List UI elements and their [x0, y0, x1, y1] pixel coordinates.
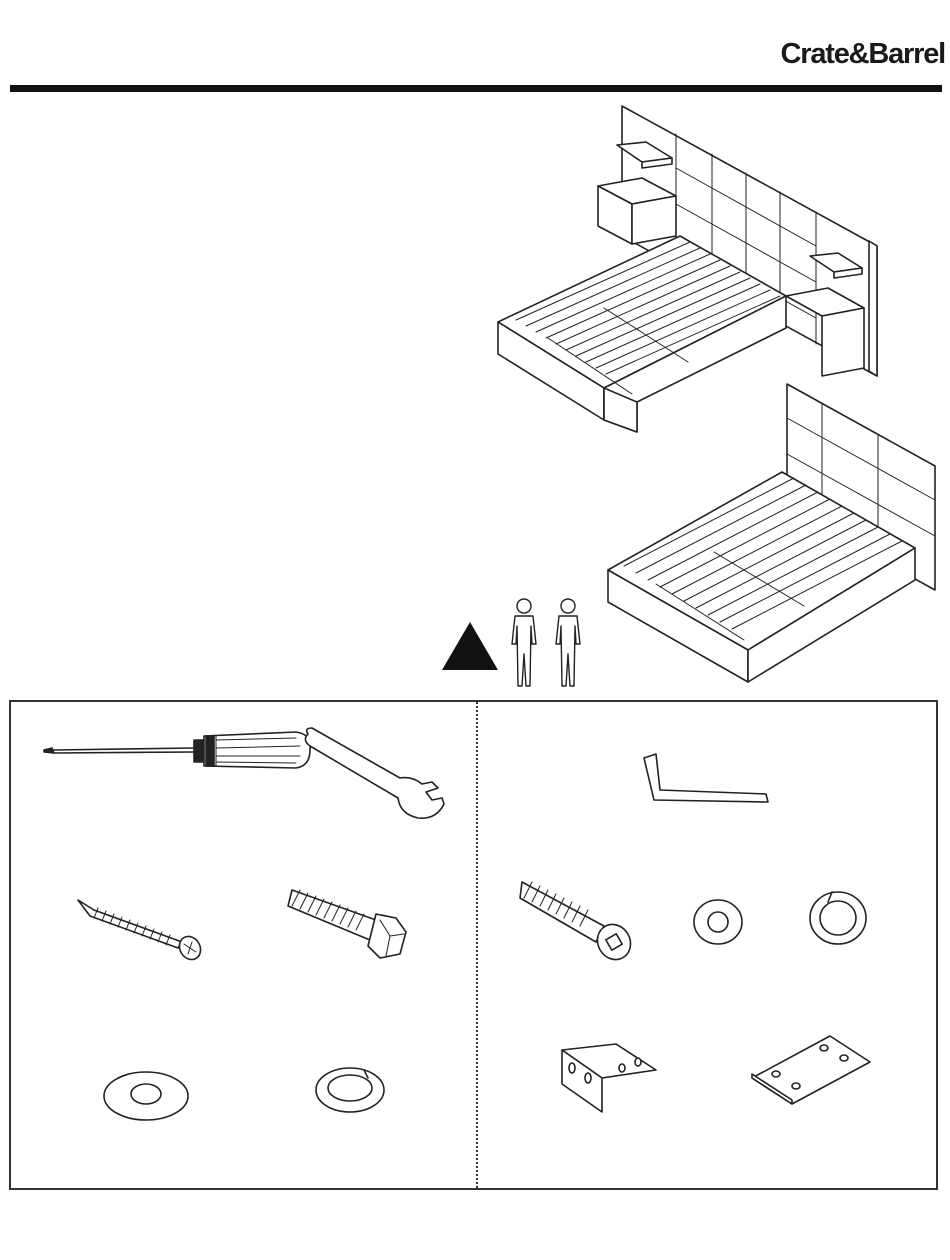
warning-triangle-icon: [440, 620, 500, 672]
split-lock-washer-icon: [312, 1062, 392, 1118]
bed-with-nightstands-illustration: [0, 0, 950, 700]
wrench-icon: [300, 726, 460, 826]
two-person-assembly-icon: [504, 596, 594, 690]
flat-washer-icon: [100, 1064, 200, 1124]
hex-bolt-icon: [286, 884, 416, 970]
wood-screw-icon: [74, 896, 214, 966]
l-bracket-icon: [552, 1040, 662, 1116]
panel-divider: [476, 702, 478, 1188]
flat-washer-icon: [690, 896, 750, 952]
flat-plate-icon: [746, 1030, 876, 1106]
socket-cap-screw-icon: [518, 876, 648, 966]
screwdriver-icon: [40, 726, 280, 776]
split-lock-washer-icon: [806, 888, 876, 952]
allen-key-icon: [640, 750, 780, 810]
